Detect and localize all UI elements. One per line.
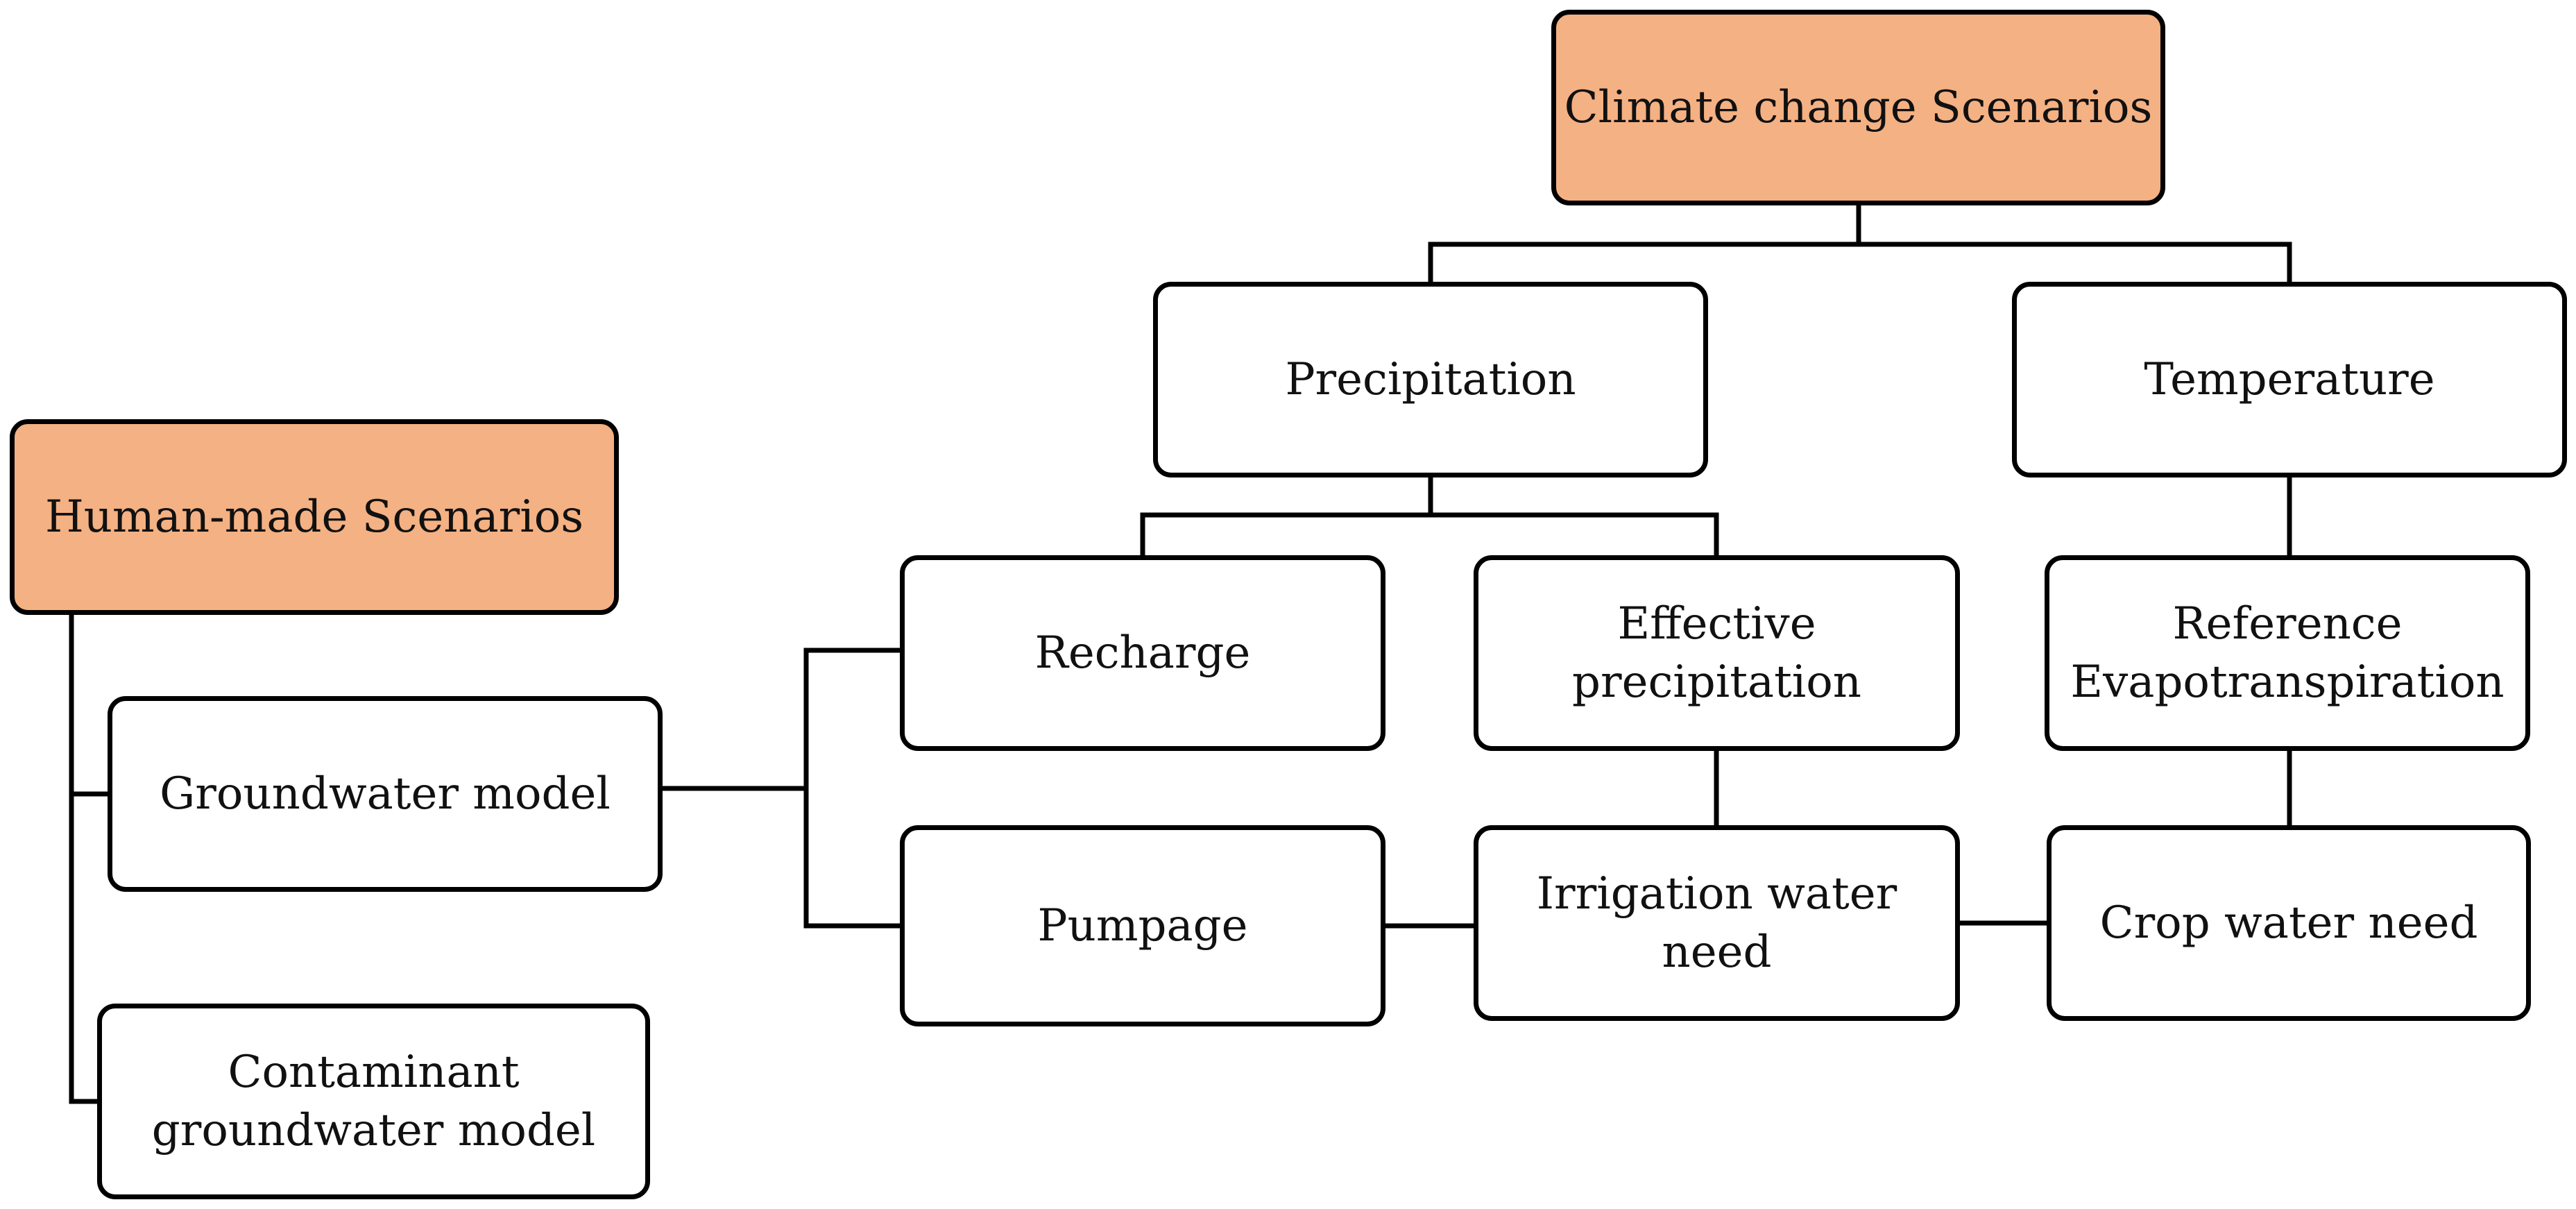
human-made-scenarios-box: Human-made Scenarios [10, 419, 619, 615]
recharge-box: Recharge [900, 555, 1385, 751]
pumpage-box: Pumpage [900, 825, 1385, 1026]
reference-evapotranspiration-box: Reference Evapotranspiration [2045, 555, 2530, 751]
climate-change-scenarios-box: Climate change Scenarios [1551, 10, 2165, 205]
crop-water-need-box: Crop water need [2047, 825, 2531, 1021]
precipitation-box: Precipitation [1153, 282, 1708, 477]
temperature-box: Temperature [2012, 282, 2567, 477]
effective-precipitation-box: Effective precipitation [1474, 555, 1960, 751]
contaminant-groundwater-model-box: Contaminant groundwater model [97, 1004, 650, 1199]
irrigation-water-need-box: Irrigation water need [1474, 825, 1960, 1021]
groundwater-model-box: Groundwater model [108, 696, 663, 892]
